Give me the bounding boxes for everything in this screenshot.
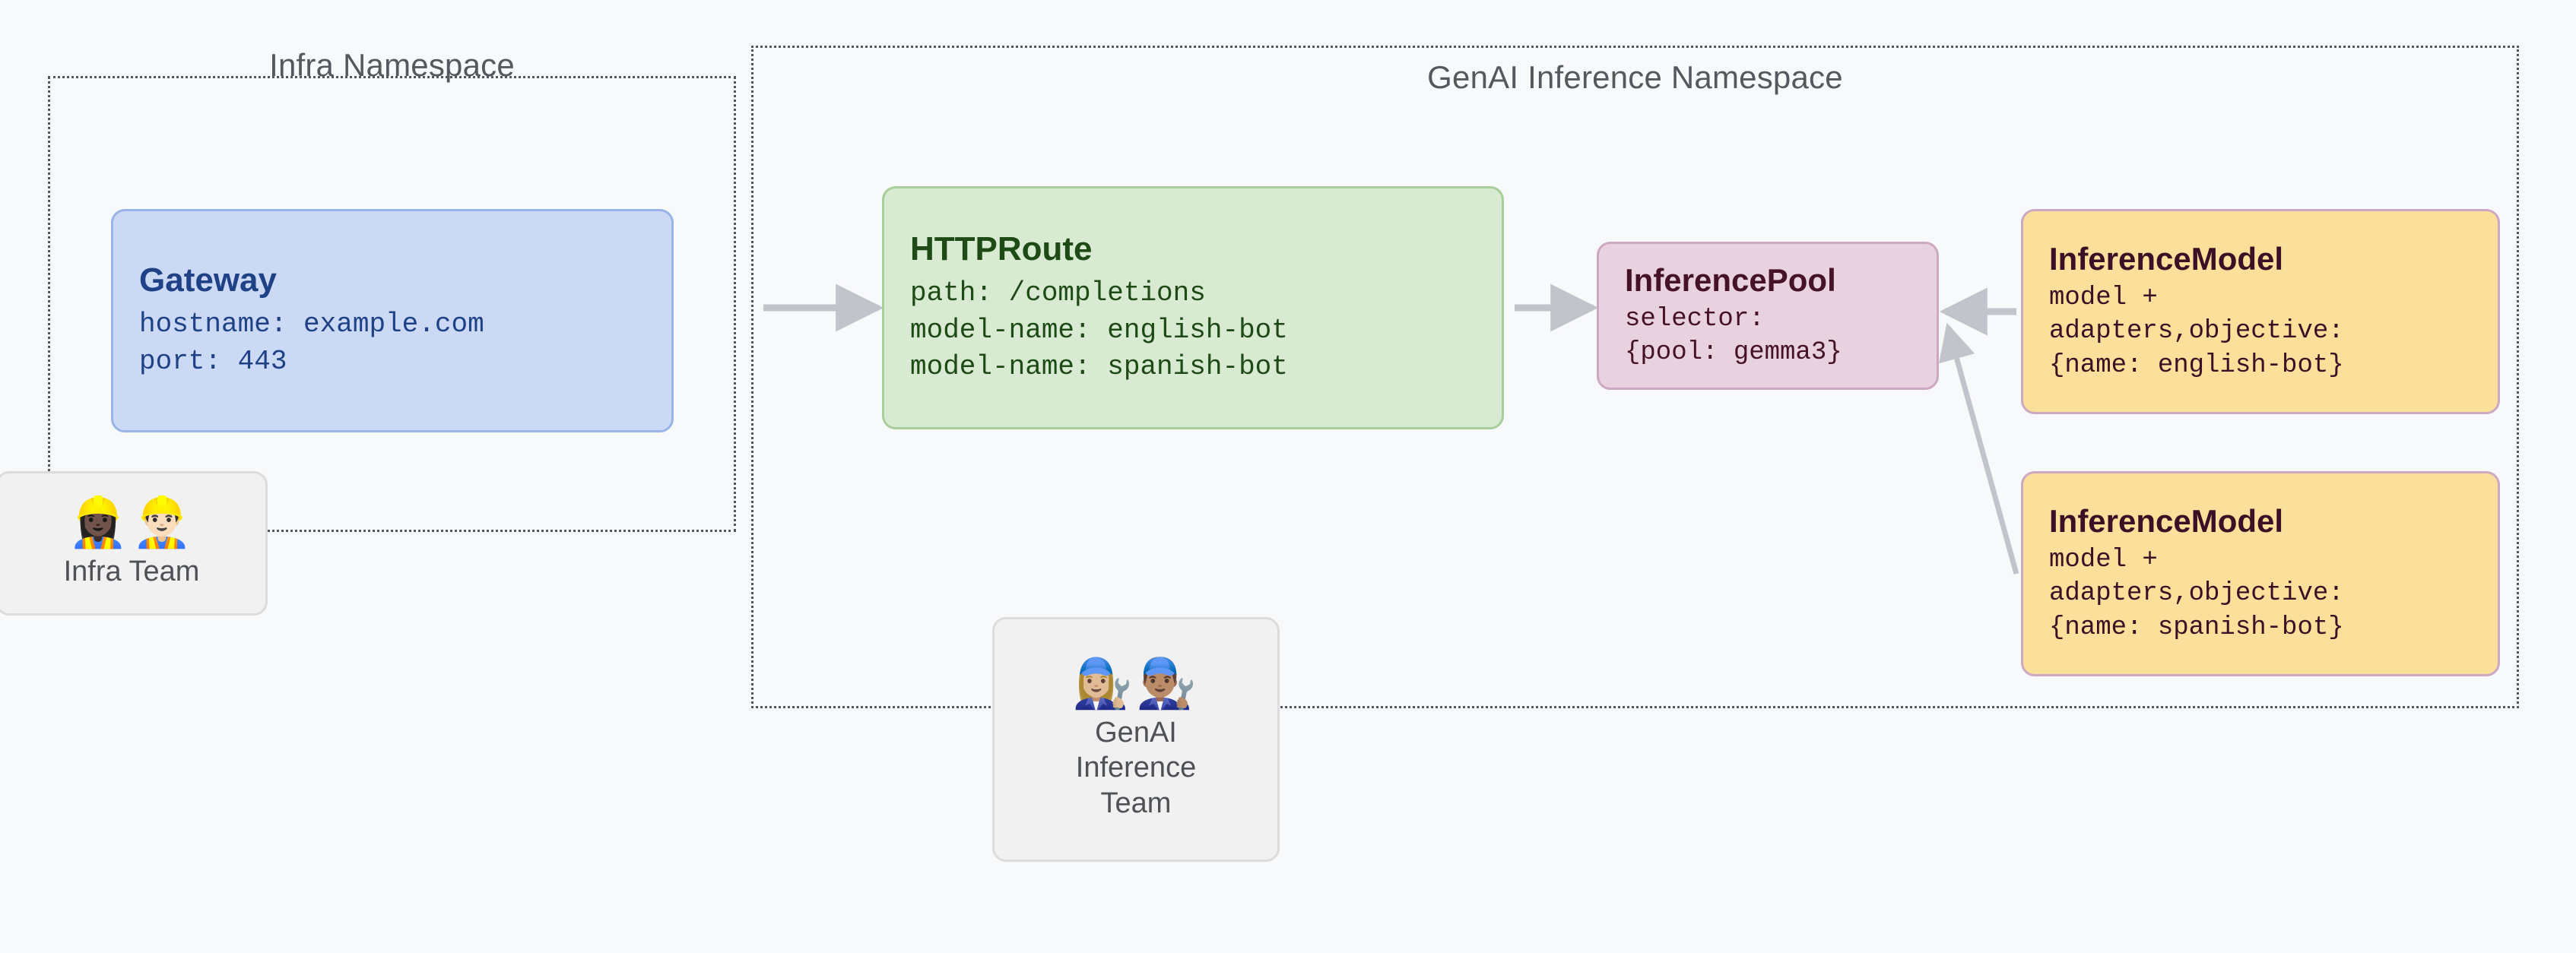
namespace-infra — [48, 76, 736, 532]
inferencemodel-english-adapters: adapters,objective: — [2049, 317, 2344, 347]
infra-team-badge[interactable]: 👷🏿‍♀️👷🏻‍♂️ Infra Team — [0, 471, 268, 616]
inferencemodel-spanish-title: InferenceModel — [2049, 503, 2284, 540]
inferencemodel-spanish-adapters: adapters,objective: — [2049, 579, 2344, 609]
infra-team-label: Infra Team — [63, 556, 200, 588]
namespace-genai — [751, 46, 2519, 708]
inferencepool-card[interactable]: InferencePool selector: {pool: gemma3} — [1597, 242, 1939, 390]
gateway-hostname: hostname: example.com — [139, 309, 484, 340]
inferencemodel-spanish-card[interactable]: InferenceModel model + adapters,objectiv… — [2021, 471, 2500, 676]
httproute-model-name-spanish: model-name: spanish-bot — [910, 350, 1288, 382]
inferencemodel-english-name: {name: english-bot} — [2049, 350, 2344, 380]
inferencepool-selector-value: {pool: gemma3} — [1625, 338, 1842, 368]
inferencepool-selector-key: selector: — [1625, 304, 1765, 334]
httproute-path: path: /completions — [910, 277, 1206, 309]
namespace-genai-title: GenAI Inference Namespace — [1427, 59, 1843, 95]
gateway-title: Gateway — [139, 261, 277, 299]
inferencemodel-english-card[interactable]: InferenceModel model + adapters,objectiv… — [2021, 209, 2500, 414]
inferencemodel-english-title: InferenceModel — [2049, 241, 2284, 277]
mechanic-icon: 👩🏼‍🔧👨🏽‍🔧 — [1072, 655, 1200, 711]
gateway-card[interactable]: Gateway hostname: example.com port: 443 — [111, 209, 674, 432]
inferencepool-title: InferencePool — [1625, 261, 1836, 298]
inferencemodel-spanish-model: model + — [2049, 546, 2158, 575]
inferencemodel-english-model: model + — [2049, 283, 2158, 313]
httproute-model-name-english: model-name: english-bot — [910, 314, 1288, 346]
inferencemodel-spanish-name: {name: spanish-bot} — [2049, 613, 2344, 642]
gateway-port: port: 443 — [139, 345, 287, 377]
construction-worker-icon: 👷🏿‍♀️👷🏻‍♂️ — [68, 495, 195, 550]
namespace-infra-title: Infra Namespace — [269, 47, 515, 83]
httproute-title: HTTPRoute — [910, 230, 1093, 268]
genai-team-badge[interactable]: 👩🏼‍🔧👨🏽‍🔧 GenAI Inference Team — [992, 617, 1280, 862]
httproute-card[interactable]: HTTPRoute path: /completions model-name:… — [882, 186, 1504, 429]
genai-team-label: GenAI Inference Team — [1075, 717, 1197, 819]
